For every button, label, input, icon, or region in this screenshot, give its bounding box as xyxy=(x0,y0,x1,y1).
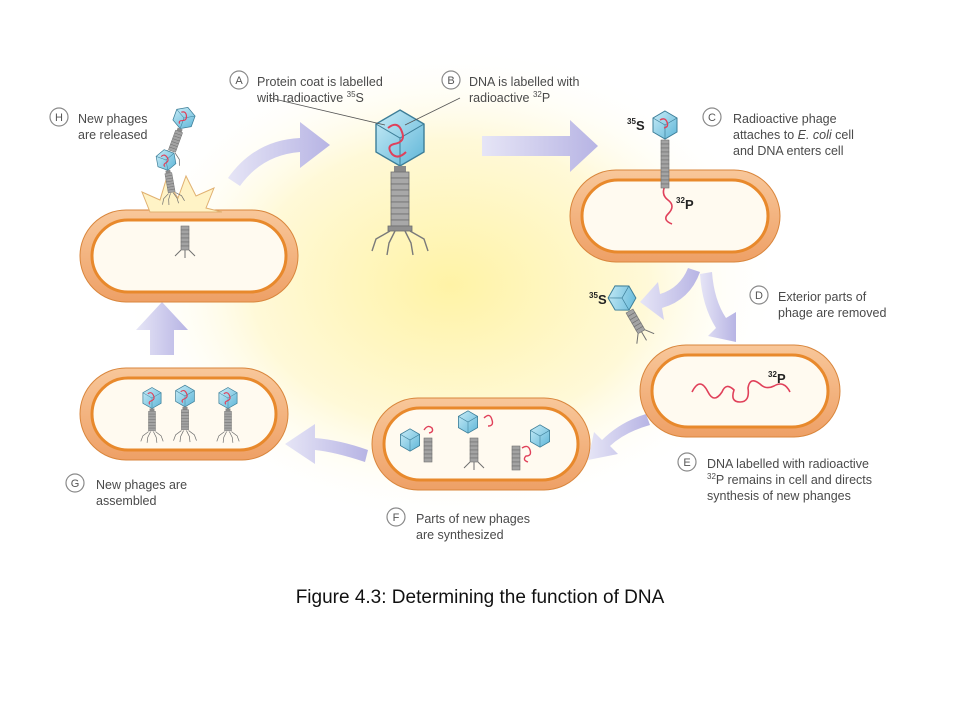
arrow-h-to-a xyxy=(228,122,330,186)
step-c-badge xyxy=(702,107,722,127)
step-h-badge xyxy=(49,107,69,127)
removed-phage-coat xyxy=(604,279,655,344)
step-g-badge xyxy=(65,473,85,493)
svg-text:DNA is labelled with: DNA is labelled with xyxy=(469,75,580,89)
labelled-phage-large xyxy=(371,109,429,256)
svg-text:35: 35 xyxy=(589,291,598,300)
svg-text:synthesis of new phanges: synthesis of new phanges xyxy=(707,489,851,503)
arrow-f-to-g xyxy=(285,424,368,464)
svg-text:Protein coat is labelled: Protein coat is labelled xyxy=(257,75,383,89)
svg-text:E: E xyxy=(683,457,690,469)
svg-text:P: P xyxy=(777,371,786,386)
phage-tail-in-cell-h xyxy=(174,225,196,258)
svg-text:New phages are: New phages are xyxy=(96,478,187,492)
new-phage-tail-1 xyxy=(423,437,433,463)
svg-text:H: H xyxy=(55,112,63,124)
svg-text:S: S xyxy=(598,292,607,307)
svg-text:32: 32 xyxy=(768,370,777,379)
svg-text:D: D xyxy=(755,290,763,302)
svg-text:C: C xyxy=(708,112,716,124)
cell-e xyxy=(639,344,841,438)
step-e-badge xyxy=(677,452,697,472)
step-a-badge xyxy=(229,70,249,90)
svg-text:Exterior parts of: Exterior parts of xyxy=(778,290,867,304)
new-phage-tail-3 xyxy=(511,445,521,471)
arrow-g-to-h xyxy=(136,302,188,355)
svg-text:assembled: assembled xyxy=(96,494,156,508)
step-d: D Exterior parts of phage are removed xyxy=(749,285,886,320)
step-c-line2: attaches to E. coli cell xyxy=(733,128,854,142)
cell-h xyxy=(79,174,299,303)
dna-strand-c xyxy=(662,183,673,225)
attached-phage-c xyxy=(652,110,678,189)
arrow-e-to-f xyxy=(588,414,650,460)
step-b-line2: radioactive 32P xyxy=(469,90,550,105)
step-g: G New phages are assembled xyxy=(65,473,187,508)
dna-strand-e xyxy=(691,380,791,403)
arrow-c-to-d xyxy=(700,272,736,342)
svg-text:are synthesized: are synthesized xyxy=(416,528,504,542)
burst-opening xyxy=(141,174,223,213)
step-f-badge xyxy=(386,507,406,527)
figure-caption: Figure 4.3: Determining the function of … xyxy=(295,587,665,608)
svg-text:DNA labelled with radioactive: DNA labelled with radioactive xyxy=(707,457,869,471)
step-h: H New phages are released xyxy=(49,107,148,142)
svg-text:A: A xyxy=(235,75,243,87)
step-b-badge xyxy=(441,70,461,90)
svg-text:phage are removed: phage are removed xyxy=(778,306,886,320)
svg-text:are released: are released xyxy=(78,128,148,142)
step-d-badge xyxy=(749,285,769,305)
new-phage-tail-2 xyxy=(463,437,485,470)
svg-text:Parts of new phages: Parts of new phages xyxy=(416,512,530,526)
svg-text:and DNA enters cell: and DNA enters cell xyxy=(733,144,843,158)
step-a: A Protein coat is labelled with radioact… xyxy=(229,70,383,105)
step-b: B DNA is labelled with radioactive 32P xyxy=(441,70,580,105)
arrow-b-to-c xyxy=(482,120,598,172)
isotope-label-32p-e: 32 P xyxy=(768,370,786,386)
svg-text:35: 35 xyxy=(627,117,636,126)
step-a-line2: with radioactive 35S xyxy=(256,90,364,105)
svg-text:S: S xyxy=(636,118,645,133)
step-c: C Radioactive phage attaches to E. coli … xyxy=(702,107,854,158)
cell-g xyxy=(79,367,289,461)
isotope-label-35s-c: 35 S xyxy=(627,117,645,133)
svg-text:New phages: New phages xyxy=(78,112,148,126)
cell-f xyxy=(371,397,591,491)
step-f: F Parts of new phages are synthesized xyxy=(386,507,530,542)
svg-text:P: P xyxy=(685,197,694,212)
step-e-line2: 32P remains in cell and directs xyxy=(707,472,872,487)
isotope-label-32p-c: 32 P xyxy=(676,196,694,212)
leader-line-a xyxy=(269,97,386,126)
svg-text:G: G xyxy=(71,478,80,490)
svg-text:F: F xyxy=(393,512,400,524)
leader-line-b xyxy=(404,97,461,126)
step-e: E DNA labelled with radioactive 32P rema… xyxy=(677,452,872,503)
svg-text:Radioactive phage: Radioactive phage xyxy=(733,112,837,126)
isotope-label-35s-d: 35 S xyxy=(589,291,607,307)
svg-text:32: 32 xyxy=(676,196,685,205)
arrow-c-to-d-removed xyxy=(640,268,700,320)
cell-c xyxy=(569,169,781,263)
svg-text:B: B xyxy=(447,75,454,87)
